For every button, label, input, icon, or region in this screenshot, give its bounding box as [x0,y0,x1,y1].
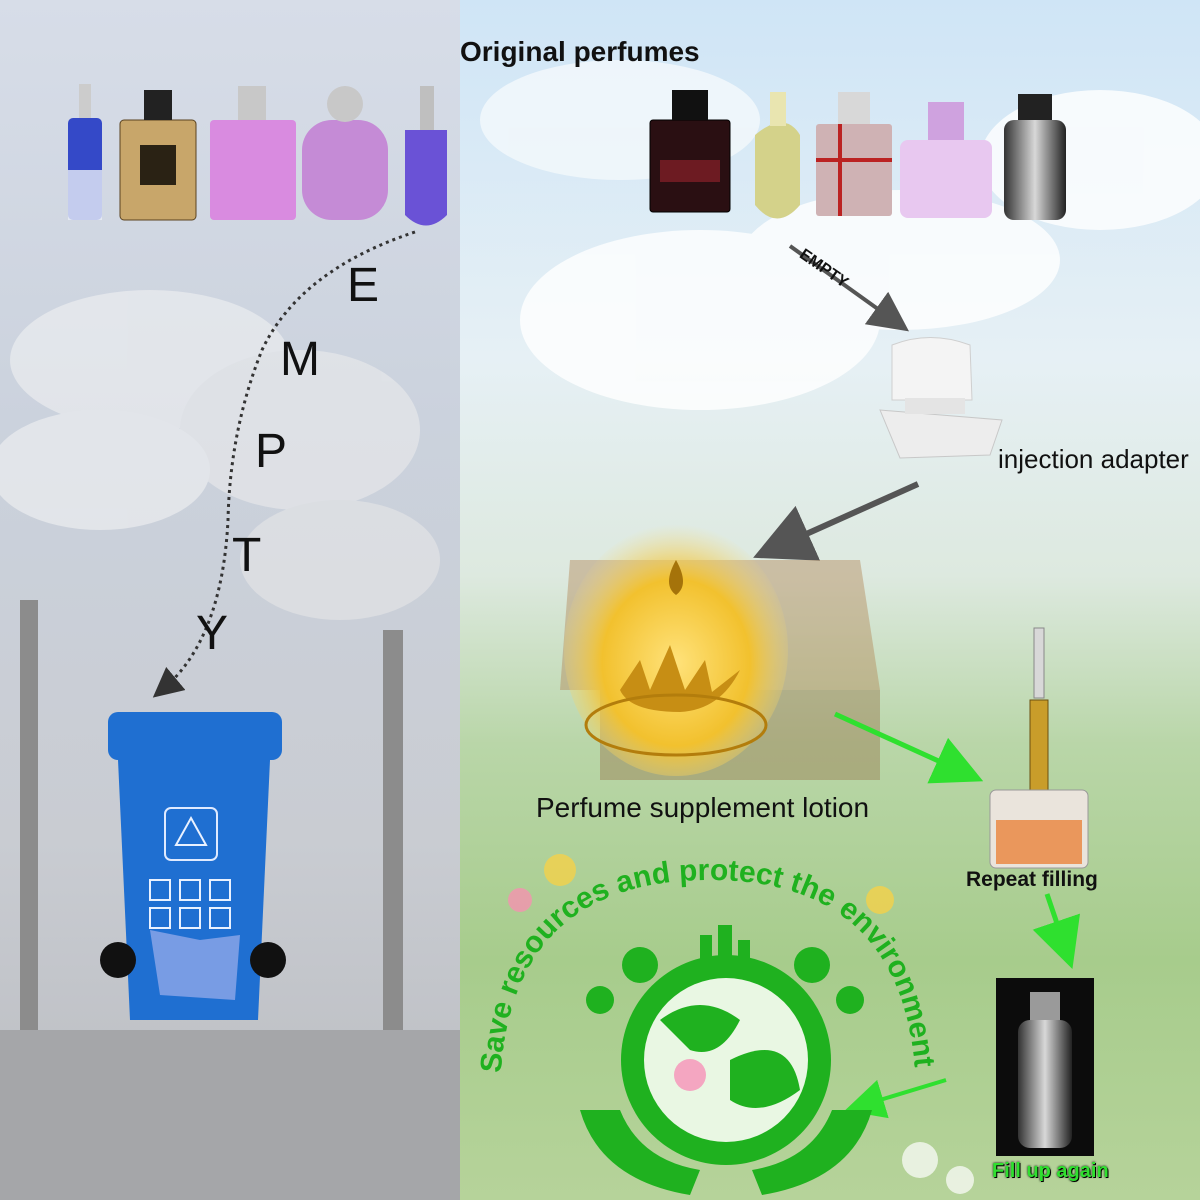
perfume-lotion-icon [564,524,788,776]
left-perfume-bottles [68,84,447,226]
empty-letter-e: E [347,259,380,312]
perfume-bottle-icon [755,92,800,219]
chimney-stacks [0,600,460,1200]
perfume-bottle-icon [119,90,197,221]
repeat-filling-label: Repeat filling [966,868,1098,891]
refill-green-arrow [844,1078,947,1119]
adapter-label: injection adapter [998,444,1189,474]
perfume-bottle-icon [302,86,388,220]
refilled-bottle-icon [996,978,1094,1156]
empty-letter-m: M [280,333,320,386]
perfume-bottle-icon [68,84,102,220]
perfume-bottle-icon [649,90,731,213]
lotion-label: Perfume supplement lotion [536,792,870,823]
empty-letter-t: T [232,529,262,582]
empty-gray-arrow [788,244,910,332]
refill-label: Fill up again [992,1160,1109,1182]
adapter-gray-arrow [753,481,920,561]
meadow-flowers [508,854,974,1194]
perfume-bottle-icon [210,86,296,220]
recycle-bin-icon [100,712,286,1020]
smoke-clouds [0,290,440,620]
empty-letter-y: Y [196,607,229,660]
perfume-bottle-icon [1004,94,1066,220]
injection-adapter-icon [879,337,1003,459]
perfume-bottle-icon [900,102,992,218]
perfume-bottle-icon [405,86,447,226]
repeat-green-arrow [1032,893,1081,969]
lotion-green-arrow [833,711,984,784]
empty-letter-p: P [255,425,288,478]
eco-earth-hands-icon [580,925,872,1195]
perfume-bottle-icon [816,92,892,216]
page-title: Original perfumes [460,36,700,67]
repeat-filling-icon [989,627,1089,869]
right-perfume-bottles [649,90,1066,220]
